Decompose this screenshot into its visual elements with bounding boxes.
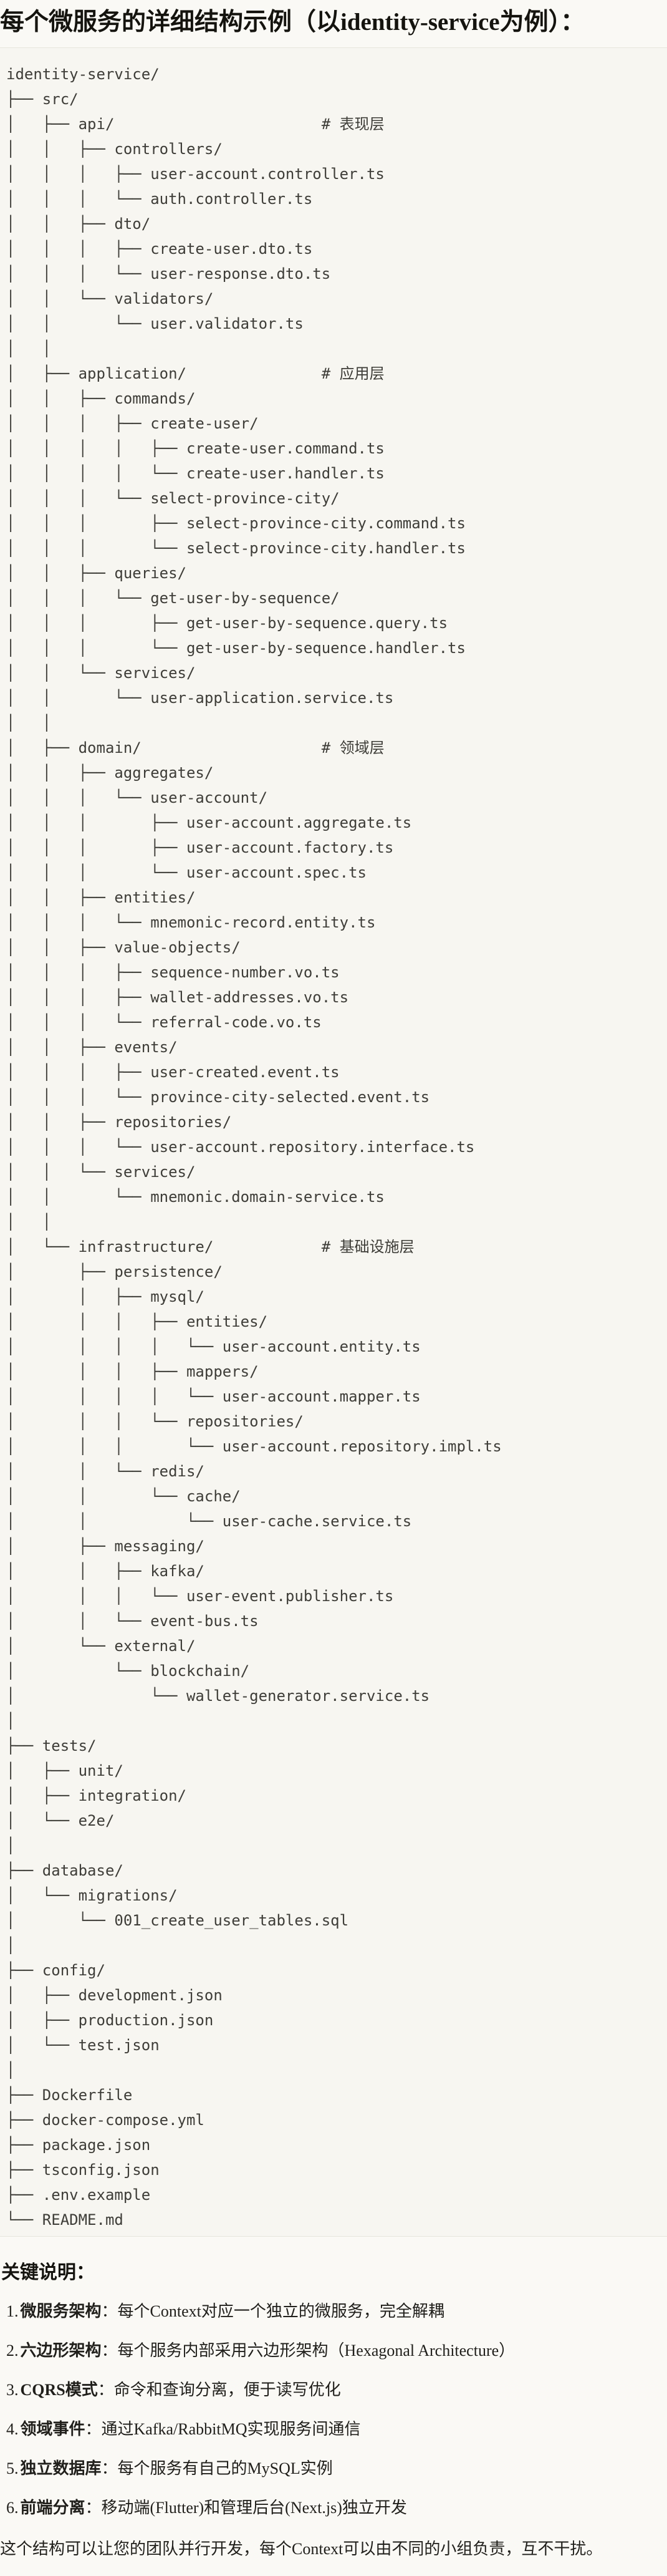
page-title: 每个微服务的详细结构示例（以identity-service为例）：: [0, 9, 585, 36]
note-description: 每个服务有自己的MySQL实例: [117, 2459, 333, 2477]
note-separator: ：: [101, 2302, 118, 2320]
directory-tree: identity-service/ ├── src/ │ ├── api/ # …: [6, 65, 502, 2229]
note-item: 3.CQRS模式：命令和查询分离，便于读写优化: [6, 2379, 667, 2401]
note-description: 命令和查询分离，便于读写优化: [113, 2380, 341, 2399]
notes-heading: 关键说明：: [1, 2262, 95, 2283]
note-item: 2.六边形架构：每个服务内部采用六边形架构（Hexagonal Architec…: [6, 2340, 667, 2362]
note-item: 5.独立数据库：每个服务有自己的MySQL实例: [6, 2457, 667, 2480]
note-description: 通过Kafka/RabbitMQ实现服务间通信: [101, 2419, 361, 2438]
note-term: 独立数据库: [20, 2459, 102, 2477]
note-separator: ：: [85, 2419, 102, 2438]
note-number: 5.: [6, 2459, 19, 2477]
note-separator: ：: [97, 2380, 114, 2399]
closing-paragraph: 这个结构可以让您的团队并行开发，每个Context可以由不同的小组负责，互不干扰…: [0, 2539, 603, 2558]
note-term: 六边形架构: [20, 2341, 102, 2360]
notes-section: 关键说明： 1.微服务架构：每个Context对应一个独立的微服务，完全解耦 2…: [0, 2262, 667, 2560]
notes-list: 1.微服务架构：每个Context对应一个独立的微服务，完全解耦 2.六边形架构…: [0, 2300, 667, 2519]
note-number: 1.: [6, 2302, 19, 2320]
note-separator: ：: [101, 2459, 118, 2477]
note-item: 6.前端分离：移动端(Flutter)和管理后台(Next.js)独立开发: [6, 2497, 667, 2519]
note-term: 领域事件: [20, 2419, 85, 2438]
code-block: identity-service/ ├── src/ │ ├── api/ # …: [0, 47, 667, 2237]
document-page: 每个微服务的详细结构示例（以identity-service为例）： ident…: [0, 8, 667, 2576]
note-separator: ：: [85, 2498, 102, 2517]
note-item: 4.领域事件：通过Kafka/RabbitMQ实现服务间通信: [6, 2418, 667, 2441]
note-description: 每个服务内部采用六边形架构（Hexagonal Architecture）: [117, 2341, 516, 2360]
note-term: 微服务架构: [20, 2302, 102, 2320]
note-number: 2.: [6, 2341, 19, 2360]
note-description: 每个Context对应一个独立的微服务，完全解耦: [117, 2302, 444, 2320]
note-description: 移动端(Flutter)和管理后台(Next.js)独立开发: [101, 2498, 407, 2517]
note-term: 前端分离: [20, 2498, 85, 2517]
note-number: 3.: [6, 2380, 19, 2399]
note-number: 6.: [6, 2498, 19, 2517]
note-item: 1.微服务架构：每个Context对应一个独立的微服务，完全解耦: [6, 2300, 667, 2323]
note-term: CQRS模式: [20, 2380, 98, 2399]
note-number: 4.: [6, 2419, 19, 2438]
note-separator: ：: [101, 2341, 118, 2360]
